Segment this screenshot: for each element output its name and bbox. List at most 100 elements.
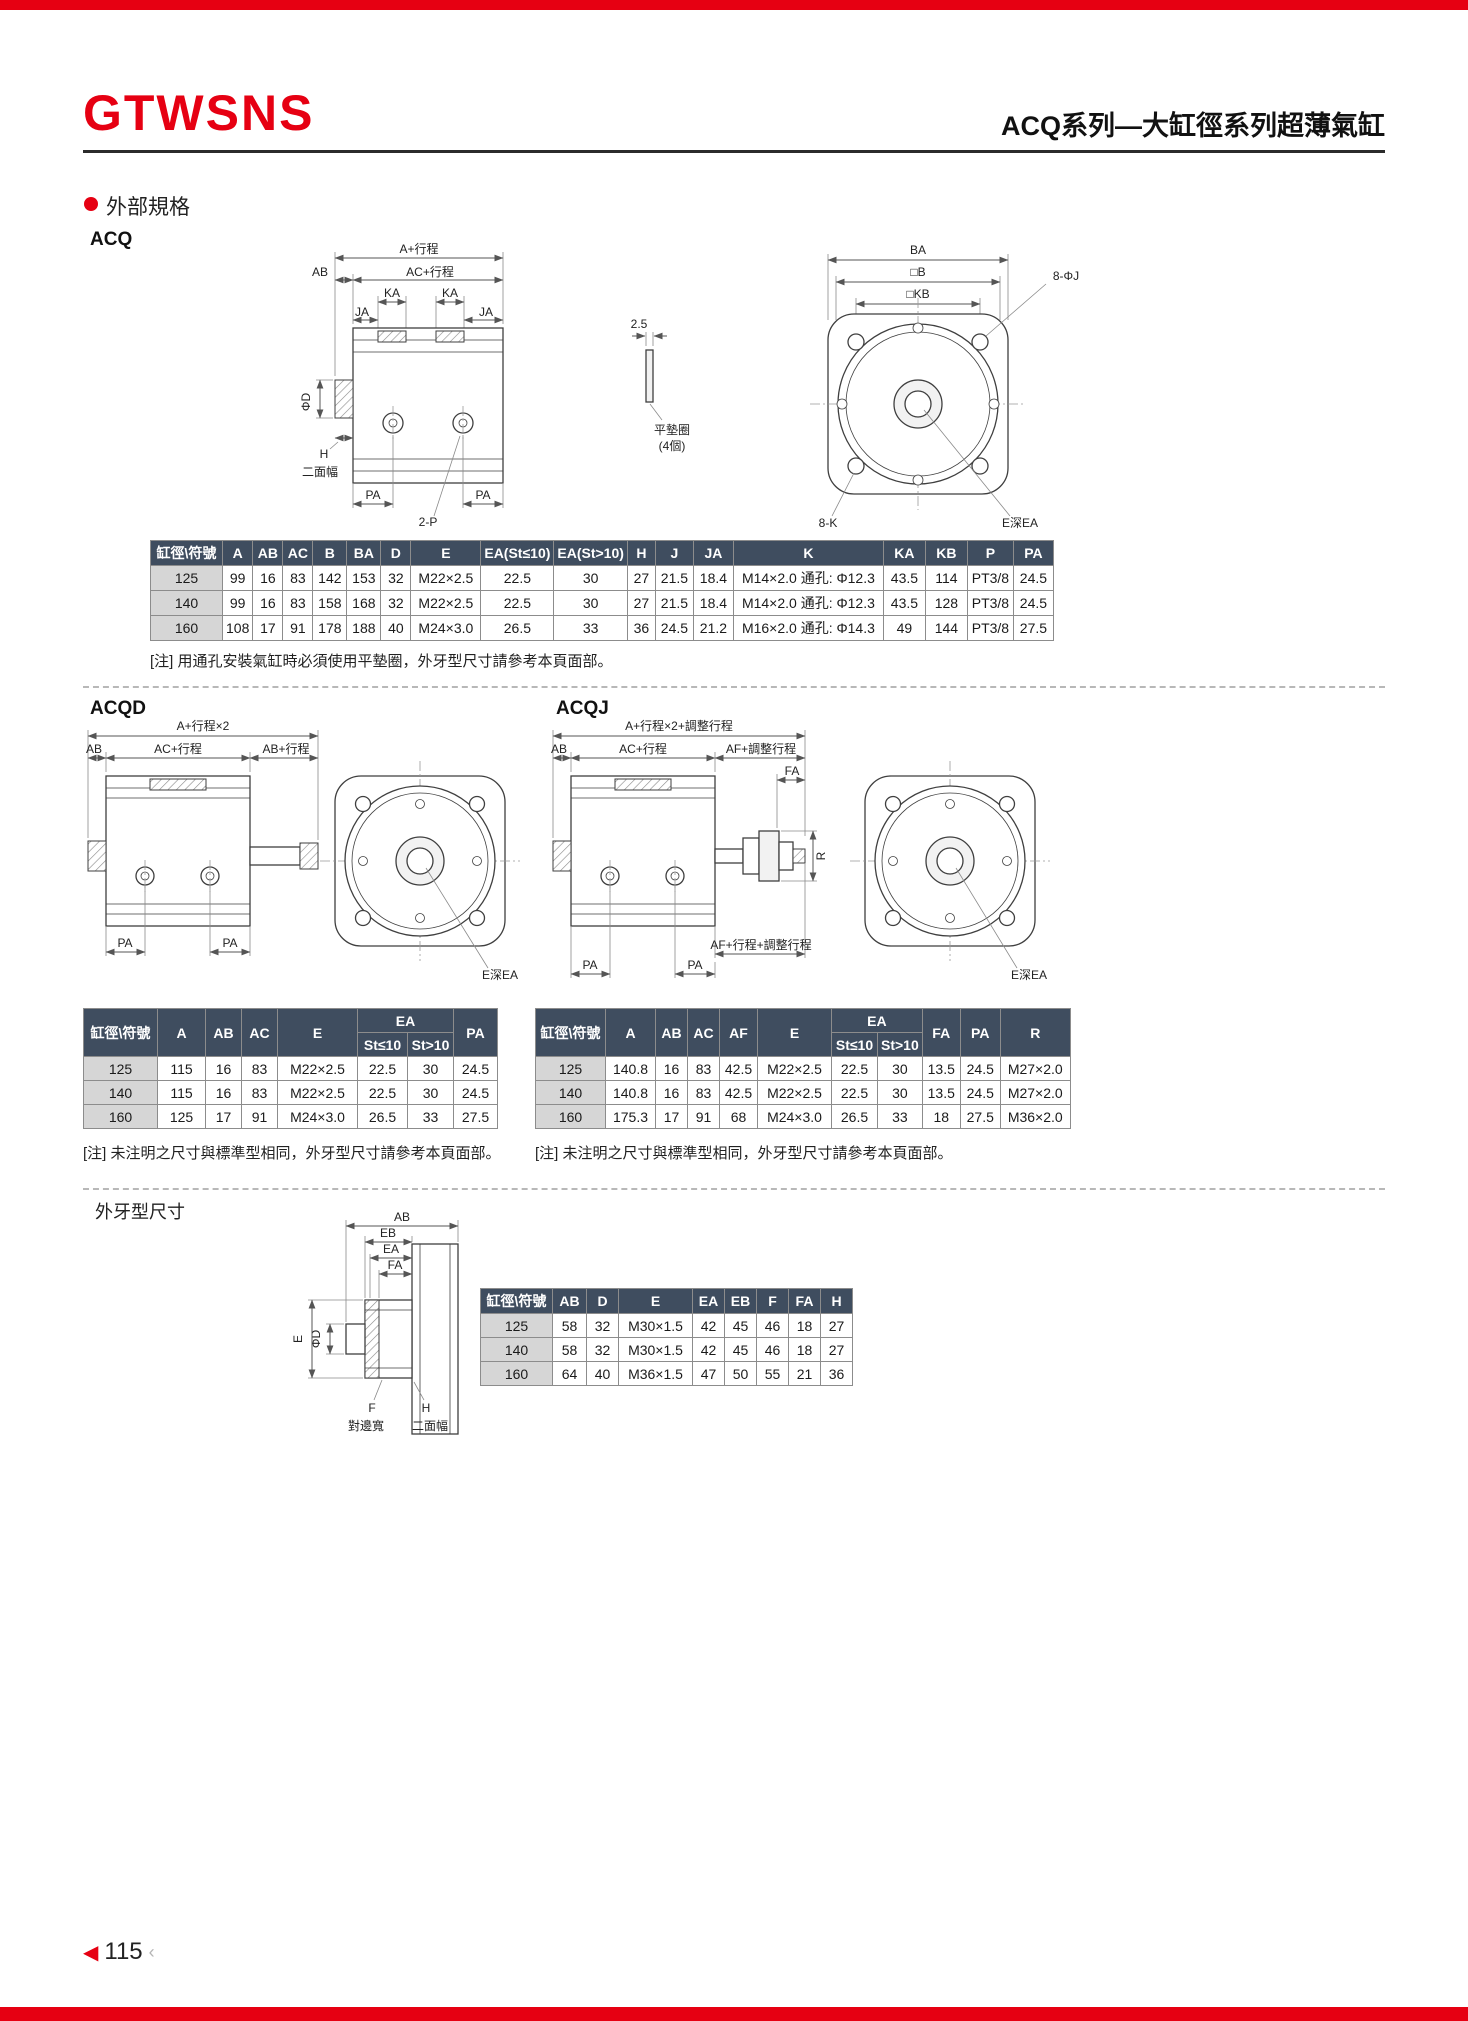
column-header: St≤10 xyxy=(357,1032,408,1057)
table-cell: 125 xyxy=(157,1104,206,1129)
table-cell: 128 xyxy=(924,590,968,616)
dim-label: AF+行程+調整行程 xyxy=(710,937,811,952)
column-header: EA(St≤10) xyxy=(480,540,555,566)
table-cell: 18 xyxy=(788,1337,821,1362)
table-cell: 144 xyxy=(924,615,968,641)
column-header: JA xyxy=(692,540,734,566)
table-cell: 64 xyxy=(552,1361,587,1386)
dashed-divider xyxy=(83,1188,1385,1190)
table-cell: M22×2.5 xyxy=(757,1080,832,1105)
table-cell: 43.5 xyxy=(882,590,926,616)
header-row: 缸徑\符號 A AB AC E EA PA xyxy=(83,1008,498,1057)
table-cell: 26.5 xyxy=(480,615,555,641)
page-title: ACQ系列—大缸徑系列超薄氣缸 xyxy=(1001,111,1385,141)
table-cell: 47 xyxy=(692,1361,725,1386)
table-cell: 22.5 xyxy=(480,565,555,591)
table-cell: 18.4 xyxy=(692,590,734,616)
footer-arrow-icon: ◀ xyxy=(83,1941,99,1964)
header-row: 缸徑\符號 A AB AC AF E EA FA PA R xyxy=(535,1008,1071,1057)
table-cell: 22.5 xyxy=(357,1080,408,1105)
acqj-side-view: A+行程×2+調整行程 AB AC+行程 AF+調整行程 FA R xyxy=(551,718,828,978)
table-cell: PT3/8 xyxy=(966,615,1014,641)
dim-label: □B xyxy=(910,265,925,279)
dim-label: JA xyxy=(355,305,369,319)
table-cell: 22.5 xyxy=(831,1056,878,1081)
column-header: St>10 xyxy=(407,1032,454,1057)
table-cell: 24.5 xyxy=(453,1080,498,1105)
dim-label: FA xyxy=(785,764,800,778)
table-cell: 114 xyxy=(924,565,968,591)
header-row: St≤10 St>10 xyxy=(84,1032,498,1057)
dim-label: PA xyxy=(365,488,380,502)
row-header-cell: 140 xyxy=(535,1080,606,1105)
column-header: J xyxy=(654,540,694,566)
section-bullet-icon xyxy=(84,197,98,211)
dim-label: R xyxy=(814,851,828,860)
row-header-cell: 140 xyxy=(83,1080,158,1105)
table-cell: M22×2.5 xyxy=(410,565,482,591)
footer-chevron-icon: ‹ xyxy=(148,1941,155,1962)
column-header: EA xyxy=(357,1008,454,1033)
table-cell: 58 xyxy=(552,1337,587,1362)
table-cell: 108 xyxy=(221,615,254,641)
table-cell: 16 xyxy=(655,1080,688,1105)
column-header: AC xyxy=(241,1008,278,1057)
table-cell: M24×3.0 xyxy=(410,615,482,641)
part-label: (4個) xyxy=(659,439,686,453)
dim-label: E深EA xyxy=(1011,968,1047,982)
table-cell: 22.5 xyxy=(831,1080,878,1105)
column-header: A xyxy=(157,1008,206,1057)
table-cell: PT3/8 xyxy=(966,565,1014,591)
table-cell: 43.5 xyxy=(882,565,926,591)
table-cell: 30 xyxy=(407,1080,454,1105)
brand-logo: GTWSNS xyxy=(83,85,315,141)
table-cell: 21.2 xyxy=(692,615,734,641)
table-cell: M14×2.0 通孔: Φ12.3 xyxy=(732,565,884,591)
table-cell: 27 xyxy=(626,590,656,616)
table-cell: 46 xyxy=(756,1313,789,1338)
dim-label: PA xyxy=(687,958,702,972)
acq-label: ACQ xyxy=(90,229,133,250)
acqj-drawing: A+行程×2+調整行程 AB AC+行程 AF+調整行程 FA R xyxy=(551,718,1050,982)
column-header: EA xyxy=(831,1008,923,1033)
table-cell: M22×2.5 xyxy=(757,1056,832,1081)
column-header: St>10 xyxy=(877,1032,923,1057)
table-cell: 30 xyxy=(553,590,628,616)
column-header: E xyxy=(277,1008,358,1057)
column-header: FA xyxy=(921,1008,961,1057)
column-header: EA xyxy=(692,1288,725,1314)
table-cell: 91 xyxy=(687,1104,720,1129)
table-cell: 24.5 xyxy=(453,1056,498,1081)
header-row: St≤10 St>10 xyxy=(536,1032,1071,1057)
table-cell: M22×2.5 xyxy=(277,1056,358,1081)
table-cell: 42 xyxy=(692,1337,725,1362)
acqd-front-view: E深EA xyxy=(320,761,520,982)
dim-label: BA xyxy=(910,243,926,257)
table-cell: 83 xyxy=(687,1080,720,1105)
acqd-table-note: [注] 未注明之尺寸與標準型相同，外牙型尺寸請參考本頁面部。 xyxy=(83,1145,501,1162)
table-cell: 24.5 xyxy=(654,615,694,641)
table-cell: 21.5 xyxy=(654,590,694,616)
table-cell: 22.5 xyxy=(357,1056,408,1081)
part-label: 平墊圈 xyxy=(654,423,690,437)
column-header: AB xyxy=(252,540,284,566)
column-header: D xyxy=(586,1288,619,1314)
row-header-cell: 160 xyxy=(535,1104,606,1129)
dim-label: 2.5 xyxy=(631,317,648,331)
table-cell: 188 xyxy=(346,615,382,641)
table-cell: 27 xyxy=(820,1313,853,1338)
dim-label: A+行程 xyxy=(399,241,438,256)
table-cell: 26.5 xyxy=(357,1104,408,1129)
table-cell: 18.4 xyxy=(692,565,734,591)
dim-label: E xyxy=(291,1335,305,1343)
acq-side-view: A+行程 AB AC+行程 KA KA JA JA ΦD xyxy=(299,241,504,529)
column-header: FA xyxy=(788,1288,821,1314)
column-header: R xyxy=(999,1008,1071,1057)
